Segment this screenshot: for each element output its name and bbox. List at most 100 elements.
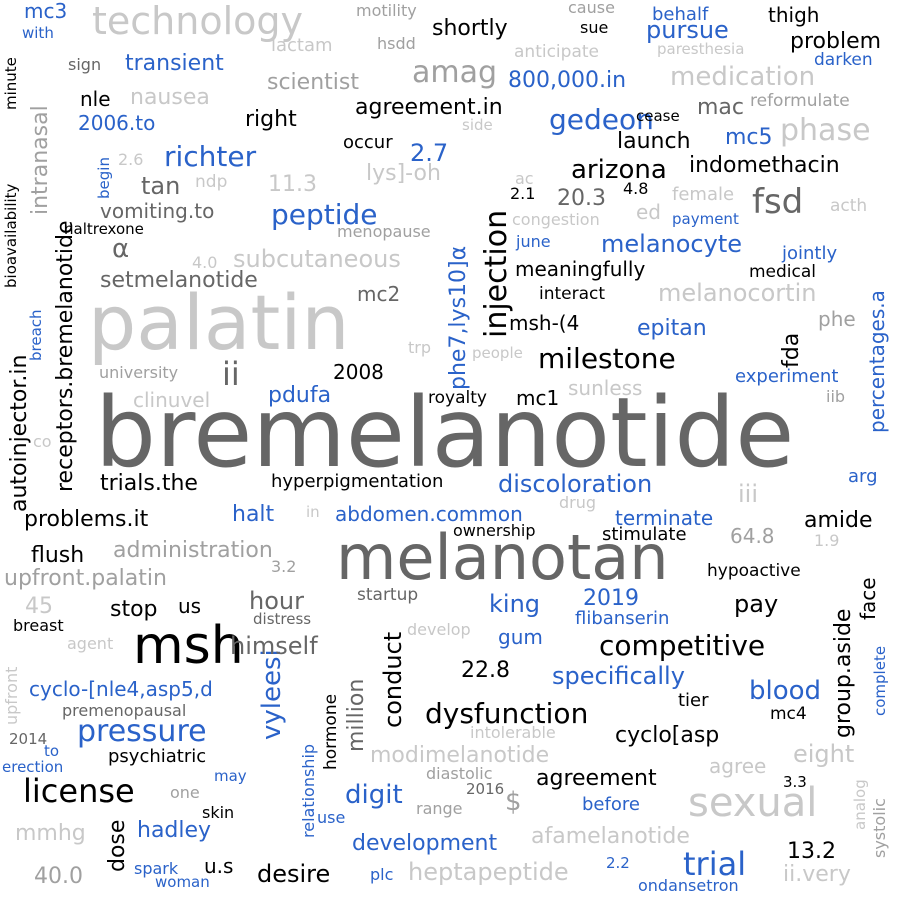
word-ii: ii bbox=[222, 355, 240, 393]
word-pay: pay bbox=[734, 590, 779, 618]
word-paresthesia: paresthesia bbox=[657, 40, 745, 58]
word-meaningfully: meaningfully bbox=[515, 257, 646, 281]
word-pdufa: pdufa bbox=[268, 383, 332, 408]
word-royalty: royalty bbox=[428, 388, 487, 408]
word-distress: distress bbox=[253, 610, 312, 628]
word-subcutaneous: subcutaneous bbox=[233, 245, 401, 273]
word-abdomen-common: abdomen.common bbox=[335, 502, 523, 526]
word-2006-to: 2006.to bbox=[78, 111, 156, 135]
word-800000-in: 800,000.in bbox=[508, 68, 627, 93]
word-amag: amag bbox=[412, 55, 498, 90]
word-afamelanotide: afamelanotide bbox=[531, 824, 690, 849]
word-trials-the: trials.the bbox=[100, 471, 198, 496]
word-digit: digit bbox=[345, 780, 403, 810]
word-lactam: lactam bbox=[271, 35, 333, 56]
word-sunless: sunless bbox=[568, 376, 643, 400]
word-breast: breast bbox=[13, 616, 64, 635]
word-cyclo-nle4-asp5-d: cyclo-[nle4,asp5,d bbox=[29, 677, 213, 701]
word-stop: stop bbox=[110, 597, 158, 622]
word-2014: 2014 bbox=[9, 730, 48, 748]
word-fda: fda bbox=[779, 332, 804, 368]
word-people: people bbox=[472, 344, 523, 362]
word-june: june bbox=[516, 232, 551, 251]
word-hyperpigmentation: hyperpigmentation bbox=[271, 471, 444, 492]
word-experiment: experiment bbox=[735, 366, 839, 387]
word-relationship: relationship bbox=[299, 743, 318, 838]
word-2019: 2019 bbox=[583, 586, 639, 611]
word-phase: phase bbox=[780, 113, 871, 148]
word-erection: erection bbox=[2, 758, 64, 776]
word-cause: cause bbox=[568, 0, 615, 17]
word-upfront: upfront bbox=[2, 666, 21, 725]
word-agreement-in: agreement.in bbox=[355, 95, 503, 120]
word-king: king bbox=[489, 590, 541, 618]
word-melanocortin: melanocortin bbox=[658, 279, 817, 307]
word-administration: administration bbox=[113, 538, 273, 563]
word-pursue: pursue bbox=[646, 16, 729, 44]
word-setmelanotide: setmelanotide bbox=[100, 268, 258, 293]
word-peptide: peptide bbox=[271, 198, 378, 231]
word-hour: hour bbox=[249, 587, 304, 615]
word-payment: payment bbox=[672, 210, 739, 228]
word-vyleesi: vyleesi bbox=[257, 649, 287, 740]
word-ndp: ndp bbox=[195, 172, 228, 192]
word-indomethacin: indomethacin bbox=[689, 153, 840, 178]
word-2-6: 2.6 bbox=[118, 150, 144, 169]
word-systolic: systolic bbox=[870, 798, 889, 858]
word-iii: iii bbox=[738, 480, 759, 508]
word-reformulate: reformulate bbox=[750, 91, 850, 111]
word-autoinjector-in: autoinjector.in bbox=[7, 354, 32, 512]
word-3-2: 3.2 bbox=[271, 557, 297, 576]
word-begin: begin bbox=[95, 157, 113, 199]
word-mac: mac bbox=[697, 95, 745, 120]
word-bioavailability: bioavailability bbox=[2, 183, 20, 288]
word-launch: launch bbox=[617, 129, 691, 154]
word-nle: nle bbox=[80, 87, 111, 111]
word-terminate: terminate bbox=[615, 506, 714, 530]
word-startup: startup bbox=[357, 585, 419, 605]
word-dysfunction: dysfunction bbox=[425, 697, 589, 730]
word-desire: desire bbox=[257, 860, 331, 888]
word-melanotan: melanotan bbox=[336, 521, 669, 594]
word-4-8: 4.8 bbox=[623, 179, 649, 198]
word-premenopausal: premenopausal bbox=[62, 701, 187, 720]
word-64-8: 64.8 bbox=[730, 524, 775, 548]
word-alpha: α bbox=[112, 234, 130, 264]
word-lys-oh: lys]-oh bbox=[366, 161, 441, 186]
word-clinuvel: clinuvel bbox=[133, 388, 211, 412]
word-co: co bbox=[33, 432, 52, 451]
word-diastolic: diastolic bbox=[426, 764, 493, 783]
word-2016: 2016 bbox=[466, 780, 505, 798]
word-dose: dose bbox=[105, 819, 130, 872]
word-mc3: mc3 bbox=[24, 0, 68, 23]
word-license: license bbox=[23, 772, 135, 810]
word-motility: motility bbox=[356, 1, 417, 20]
word-45: 45 bbox=[25, 594, 53, 619]
word-sexual: sexual bbox=[688, 780, 818, 826]
word-himself: himself bbox=[230, 632, 318, 660]
word-40-0: 40.0 bbox=[34, 864, 83, 889]
word-3-3: 3.3 bbox=[783, 773, 807, 791]
word-thigh: thigh bbox=[768, 3, 820, 27]
word-one: one bbox=[170, 783, 200, 802]
word-group-aside: group.aside bbox=[831, 608, 856, 738]
word-agree: agree bbox=[709, 754, 767, 778]
word-bremelanotide: bremelanotide bbox=[95, 377, 795, 489]
word-drug: drug bbox=[559, 493, 597, 512]
word-right: right bbox=[245, 107, 297, 132]
word-conduct: conduct bbox=[379, 631, 407, 728]
word-congestion: congestion bbox=[512, 210, 600, 229]
word-mc1: mc1 bbox=[516, 386, 560, 410]
word-spark: spark bbox=[134, 859, 179, 878]
word-skin: skin bbox=[202, 803, 235, 822]
word-sue: sue bbox=[580, 18, 609, 37]
word-agent: agent bbox=[67, 634, 114, 653]
word-development: development bbox=[352, 831, 498, 856]
word-complete: complete bbox=[871, 645, 889, 716]
word-anticipate: anticipate bbox=[514, 42, 599, 62]
word-medical: medical bbox=[749, 262, 817, 282]
word-mc2: mc2 bbox=[357, 282, 401, 306]
word-ownership: ownership bbox=[453, 521, 536, 540]
word-amide: amide bbox=[804, 508, 873, 533]
word-woman: woman bbox=[155, 873, 210, 891]
